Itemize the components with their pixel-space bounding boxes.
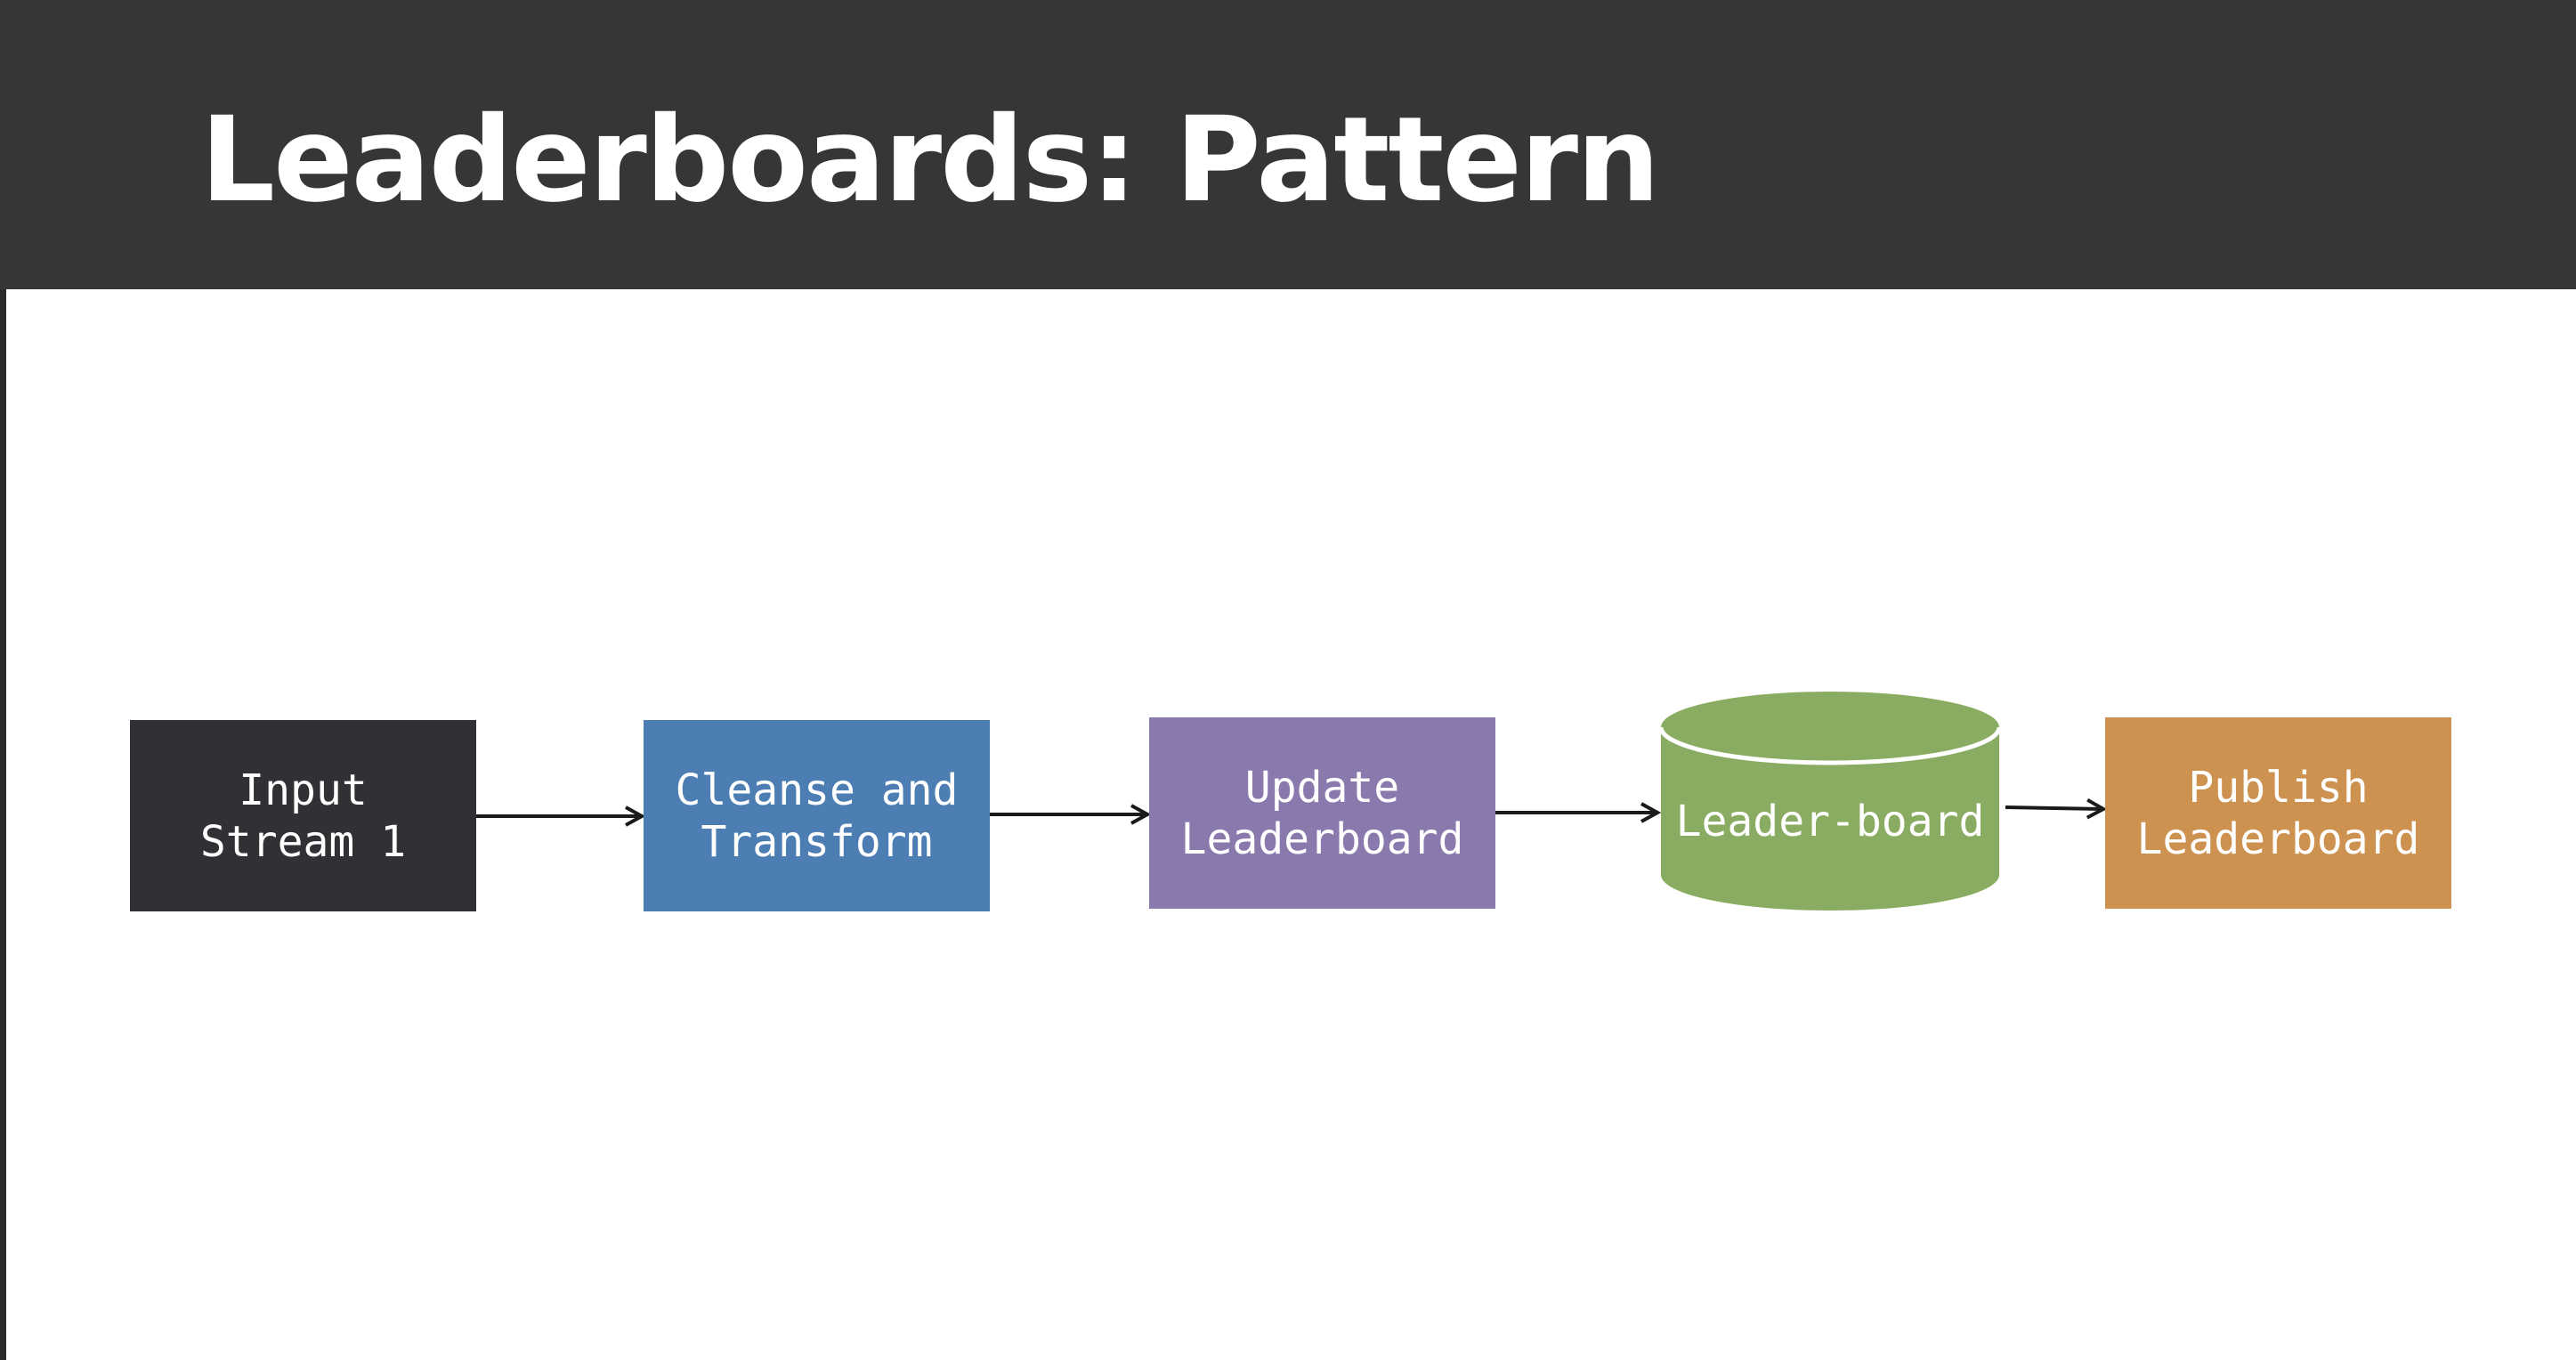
arrow-store-to-publish <box>2005 807 2103 809</box>
node-update-leaderboard: Update Leaderboard <box>1149 717 1495 909</box>
node-cleanse-transform: Cleanse and Transform <box>644 720 990 911</box>
title-bar: Leaderboards: Pattern <box>0 0 2576 289</box>
node-leaderboard-store-label: Leader-board <box>1675 797 1985 846</box>
node-input-stream: Input Stream 1 <box>130 720 476 911</box>
slide-title: Leaderboards: Pattern <box>200 92 1660 229</box>
node-publish-leaderboard: Publish Leaderboard <box>2105 717 2451 909</box>
database-cylinder-icon <box>1659 692 2001 911</box>
node-leaderboard-store: Leader-board <box>1659 690 2001 912</box>
left-edge-border <box>0 289 6 1360</box>
